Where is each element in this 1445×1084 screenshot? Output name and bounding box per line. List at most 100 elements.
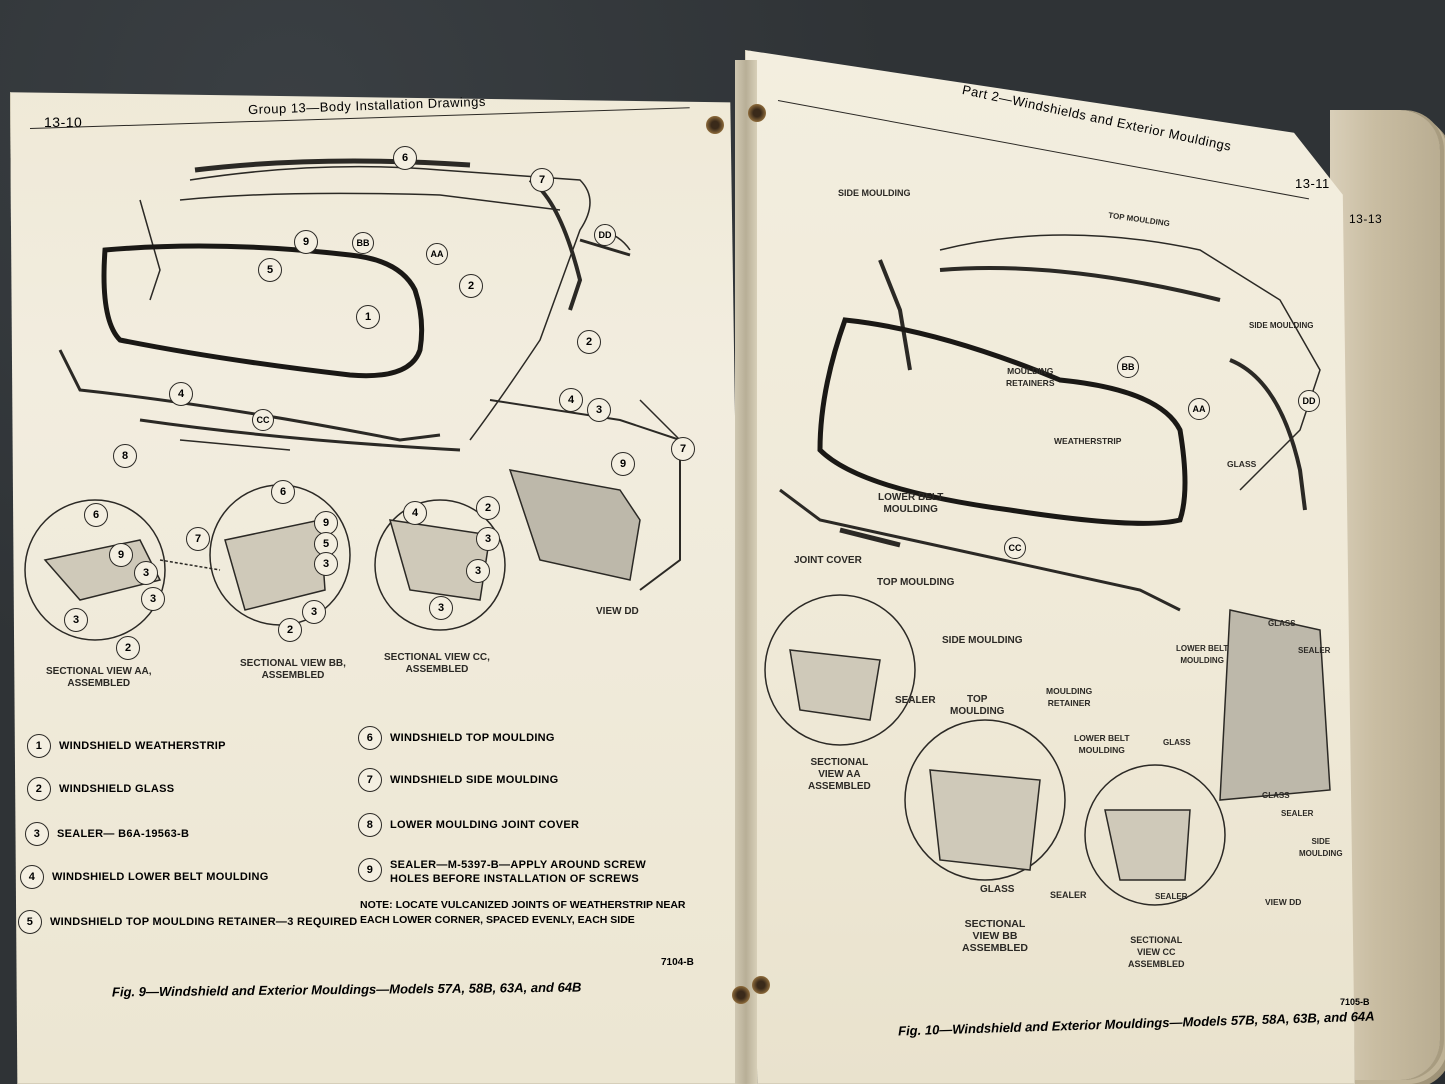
section-label-cc: SECTIONAL VIEW CC, ASSEMBLED bbox=[384, 652, 490, 675]
windshield-assembly-drawing bbox=[764, 234, 1331, 906]
legend-item-4: 4 WINDSHIELD LOWER BELT MOULDING bbox=[20, 865, 269, 889]
label-top-moulding-2: TOP MOULDING bbox=[877, 577, 955, 588]
callout-dd-2: 2 bbox=[577, 330, 601, 354]
legend-number: 3 bbox=[25, 822, 49, 846]
section-label-aa: SECTIONAL VIEW AA ASSEMBLED bbox=[808, 757, 871, 792]
section-label-aa: SECTIONAL VIEW AA, ASSEMBLED bbox=[46, 666, 152, 689]
callout-dd: DD bbox=[594, 224, 616, 246]
callout-cc-2: 2 bbox=[476, 496, 500, 520]
callout-2: 2 bbox=[459, 274, 483, 298]
callout-bb-3: 3 bbox=[314, 552, 338, 576]
label-lower-belt-moulding: LOWER BELT MOULDING bbox=[878, 492, 944, 515]
callout-9: 9 bbox=[294, 230, 318, 254]
callout-aa-6: 6 bbox=[84, 503, 108, 527]
callout-bb-2: 2 bbox=[278, 618, 302, 642]
windshield-exploded-drawing bbox=[24, 158, 681, 641]
view-dd-label: VIEW DD bbox=[596, 606, 639, 617]
label-sealer-3: SEALER bbox=[1155, 892, 1188, 901]
label-side-moulding-2: SIDE MOULDING bbox=[1249, 321, 1314, 330]
callout-dd-4: 4 bbox=[559, 388, 583, 412]
legend-number: 7 bbox=[358, 768, 382, 792]
callout-cc-3c: 3 bbox=[429, 596, 453, 620]
label-glass-4: GLASS bbox=[1268, 619, 1296, 628]
callout-aa-3c: 3 bbox=[64, 608, 88, 632]
callout-aa-9: 9 bbox=[109, 543, 133, 567]
label-joint-cover: JOINT COVER bbox=[794, 555, 862, 566]
callout-bb-3b: 3 bbox=[302, 600, 326, 624]
legend-number: 1 bbox=[27, 734, 51, 758]
callout-cc-3b: 3 bbox=[466, 559, 490, 583]
label-moulding-retainers: MOULDING RETAINERS bbox=[1006, 366, 1055, 388]
binder-hole bbox=[732, 986, 750, 1004]
label-moulding-retainer: MOULDING RETAINER bbox=[1046, 686, 1093, 708]
legend-number: 6 bbox=[358, 726, 382, 750]
legend-item-1: 1 WINDSHIELD WEATHERSTRIP bbox=[27, 734, 226, 758]
callout-cc: CC bbox=[1004, 537, 1026, 559]
callout-bb: BB bbox=[352, 232, 374, 254]
binder-hole bbox=[748, 104, 766, 122]
legend-number: 8 bbox=[358, 813, 382, 837]
drawing-number: 7104-B bbox=[661, 957, 694, 968]
book-gutter bbox=[735, 60, 757, 1084]
label-glass: GLASS bbox=[1227, 459, 1257, 469]
legend-text: LOWER MOULDING JOINT COVER bbox=[390, 819, 580, 831]
callout-bb: BB bbox=[1117, 356, 1139, 378]
label-sealer-5: SEALER bbox=[1281, 809, 1314, 818]
legend-number: 9 bbox=[358, 858, 382, 882]
legend-text: WINDSHIELD WEATHERSTRIP bbox=[59, 740, 226, 752]
callout-6: 6 bbox=[393, 146, 417, 170]
callout-8: 8 bbox=[113, 444, 137, 468]
callout-aa-2: 2 bbox=[116, 636, 140, 660]
callout-dd-7: 7 bbox=[671, 437, 695, 461]
legend-text: WINDSHIELD LOWER BELT MOULDING bbox=[52, 871, 269, 883]
legend-text: SEALER— B6A-19563-B bbox=[57, 828, 190, 840]
label-weatherstrip: WEATHERSTRIP bbox=[1054, 436, 1122, 446]
label-side-moulding-3: SIDE MOULDING bbox=[942, 635, 1023, 646]
page-number: 13-10 bbox=[44, 114, 83, 130]
callout-aa-3: 3 bbox=[134, 561, 158, 585]
label-lower-belt-moulding-3: LOWER BELT MOULDING bbox=[1176, 644, 1229, 665]
legend-text: SEALER—M-5397-B—APPLY AROUND SCREW HOLES… bbox=[390, 859, 647, 885]
next-page-tab: 13-13 bbox=[1349, 212, 1383, 226]
page-number: 13-11 bbox=[1295, 176, 1330, 191]
legend-text: WINDSHIELD TOP MOULDING bbox=[390, 732, 555, 744]
callout-4: 4 bbox=[169, 382, 193, 406]
section-label-bb: SECTIONAL VIEW BB ASSEMBLED bbox=[962, 918, 1028, 954]
section-label-bb: SECTIONAL VIEW BB, ASSEMBLED bbox=[240, 658, 346, 681]
legend-text: WINDSHIELD GLASS bbox=[59, 783, 175, 795]
legend-number: 5 bbox=[18, 910, 42, 934]
label-lower-belt-moulding-2: LOWER BELT MOULDING bbox=[1074, 733, 1130, 755]
callout-aa: AA bbox=[426, 243, 448, 265]
callout-aa: AA bbox=[1188, 398, 1210, 420]
legend-item-9: 9 SEALER—M-5397-B—APPLY AROUND SCREW HOL… bbox=[358, 858, 646, 886]
legend-item-3: 3 SEALER— B6A-19563-B bbox=[25, 822, 189, 846]
callout-cc: CC bbox=[252, 409, 274, 431]
label-side-moulding-4: SIDE MOULDING bbox=[1299, 837, 1343, 858]
binder-hole bbox=[752, 976, 770, 994]
label-top-moulding-3: TOP MOULDING bbox=[950, 694, 1005, 717]
label-glass-2: GLASS bbox=[1163, 738, 1191, 747]
section-label-cc: SECTIONAL VIEW CC ASSEMBLED bbox=[1128, 935, 1185, 969]
callout-cc-4: 4 bbox=[403, 501, 427, 525]
binder-hole bbox=[706, 116, 724, 134]
left-page bbox=[10, 92, 745, 1084]
callout-bb-6: 6 bbox=[271, 480, 295, 504]
callout-1: 1 bbox=[356, 305, 380, 329]
view-dd-label: VIEW DD bbox=[1265, 897, 1302, 907]
callout-dd: DD bbox=[1298, 390, 1320, 412]
legend-text: WINDSHIELD TOP MOULDING RETAINER—3 REQUI… bbox=[50, 916, 358, 928]
legend-item-8: 8 LOWER MOULDING JOINT COVER bbox=[358, 813, 579, 837]
note-text: NOTE: LOCATE VULCANIZED JOINTS OF WEATHE… bbox=[360, 899, 686, 926]
label-sealer-4: SEALER bbox=[1298, 646, 1331, 655]
legend-number: 2 bbox=[27, 777, 51, 801]
label-glass-3: GLASS bbox=[980, 884, 1015, 895]
callout-cc-3: 3 bbox=[476, 527, 500, 551]
callout-bb-5: 5 bbox=[314, 532, 338, 556]
legend-text: WINDSHIELD SIDE MOULDING bbox=[390, 774, 559, 786]
label-glass-5: GLASS bbox=[1262, 791, 1290, 800]
legend-item-2: 2 WINDSHIELD GLASS bbox=[27, 777, 174, 801]
right-page bbox=[745, 50, 1355, 1084]
drawing-number: 7105-B bbox=[1340, 997, 1370, 1007]
callout-aa-7: 7 bbox=[186, 527, 210, 551]
callout-aa-3b: 3 bbox=[141, 587, 165, 611]
